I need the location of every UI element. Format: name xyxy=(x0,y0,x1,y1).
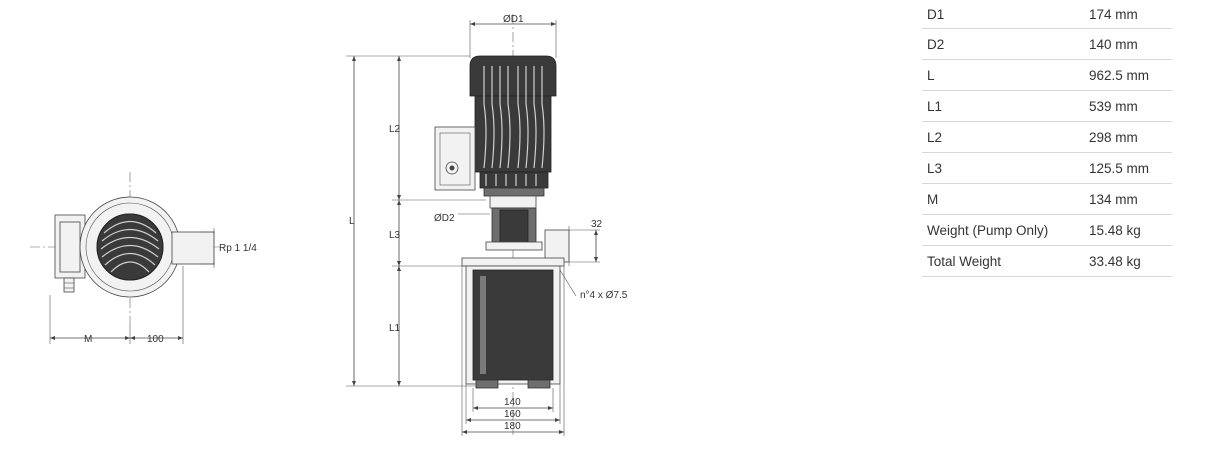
spec-key: L2 xyxy=(922,121,1084,153)
port-label: Rp 1 1/4 xyxy=(219,243,257,254)
spec-key: D2 xyxy=(922,28,1084,60)
holes-label: n°4 x Ø7.5 xyxy=(580,290,628,301)
dim-100-label: 100 xyxy=(147,334,164,345)
technical-drawing: M 100 Rp 1 1/4 ØD1 xyxy=(30,14,628,436)
spec-key: M xyxy=(922,183,1084,215)
dim-160-label: 160 xyxy=(504,409,521,420)
spec-value: 125.5 mm xyxy=(1084,152,1172,184)
spec-value: 140 mm xyxy=(1084,28,1172,60)
l2-label: L2 xyxy=(389,124,401,135)
dim-32-label: 32 xyxy=(591,219,603,230)
spec-value: 33.48 kg xyxy=(1084,245,1172,277)
m-dim-label: M xyxy=(84,334,92,345)
spec-key: Weight (Pump Only) xyxy=(922,214,1084,246)
spec-value: 298 mm xyxy=(1084,121,1172,153)
spec-value: 15.48 kg xyxy=(1084,214,1172,246)
spec-value: 134 mm xyxy=(1084,183,1172,215)
spec-value: 962.5 mm xyxy=(1084,59,1172,91)
l1-label: L1 xyxy=(389,323,401,334)
od1-label: ØD1 xyxy=(503,14,524,25)
l3-label: L3 xyxy=(389,230,401,241)
dim-140-label: 140 xyxy=(504,397,521,408)
l-label: L xyxy=(349,216,355,227)
table-row: Weight (Pump Only)15.48 kg xyxy=(922,214,1172,246)
front-view: ØD1 xyxy=(346,14,628,436)
od2-label: ØD2 xyxy=(434,213,455,224)
spec-value: 174 mm xyxy=(1084,0,1172,29)
spec-key: L xyxy=(922,59,1084,91)
dim-180-label: 180 xyxy=(504,421,521,432)
spec-key: L3 xyxy=(922,152,1084,184)
spec-value: 539 mm xyxy=(1084,90,1172,122)
side-view: M 100 Rp 1 1/4 xyxy=(30,172,257,345)
spec-key: L1 xyxy=(922,90,1084,122)
spec-key: D1 xyxy=(922,0,1084,29)
spec-key: Total Weight xyxy=(922,245,1084,277)
